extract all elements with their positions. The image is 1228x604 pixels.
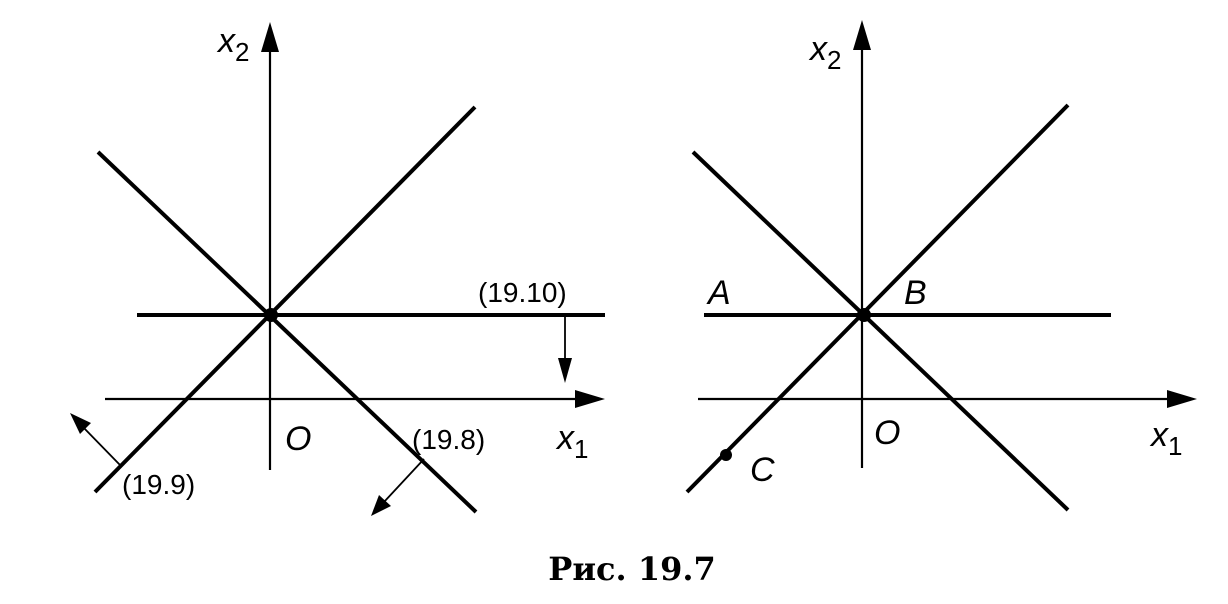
right-x2-label: x2 xyxy=(808,30,841,75)
left-x2-label: x2 xyxy=(216,22,249,67)
figure-caption: Рис. 19.7 xyxy=(548,550,716,588)
left-arrow-19-10-head xyxy=(558,358,572,383)
right-x1-label: x1 xyxy=(1149,416,1182,461)
left-arrow-19-9 xyxy=(81,425,121,466)
left-x1-axis-arrowhead xyxy=(575,390,605,408)
right-origin-label: O xyxy=(874,414,900,452)
left-diagram: x2 x1 O (19.10) (19.9) (19.8) xyxy=(70,22,605,516)
right-line-ascending xyxy=(685,103,1070,494)
left-label-19-9: (19.9) xyxy=(122,469,195,500)
right-line-descending xyxy=(691,150,1070,512)
left-x2-axis-arrowhead xyxy=(261,22,279,52)
right-label-b: B xyxy=(904,274,927,312)
left-arrow-19-8 xyxy=(383,458,425,503)
right-label-a: A xyxy=(706,274,731,312)
right-point-b xyxy=(857,308,871,322)
right-x2-axis-arrowhead xyxy=(853,20,871,50)
right-diagram: x2 x1 O A B C xyxy=(685,20,1197,512)
left-x1-subscript: 1 xyxy=(574,434,588,464)
left-origin-label: O xyxy=(285,420,311,458)
right-label-c: C xyxy=(750,451,775,489)
right-x1-axis-arrowhead xyxy=(1167,390,1197,408)
left-intersection-point xyxy=(264,308,278,322)
left-x2-subscript: 2 xyxy=(235,37,249,67)
right-x1-subscript: 1 xyxy=(1168,431,1182,461)
left-label-19-10: (19.10) xyxy=(478,277,567,308)
left-label-19-8: (19.8) xyxy=(412,424,485,455)
left-x1-label: x1 xyxy=(555,419,588,464)
right-point-c xyxy=(720,449,732,461)
left-line-19-8 xyxy=(96,150,478,514)
left-arrow-19-9-head xyxy=(70,413,91,434)
left-arrow-19-8-head xyxy=(371,495,391,516)
left-line-19-9 xyxy=(93,105,477,494)
right-x2-subscript: 2 xyxy=(827,45,841,75)
